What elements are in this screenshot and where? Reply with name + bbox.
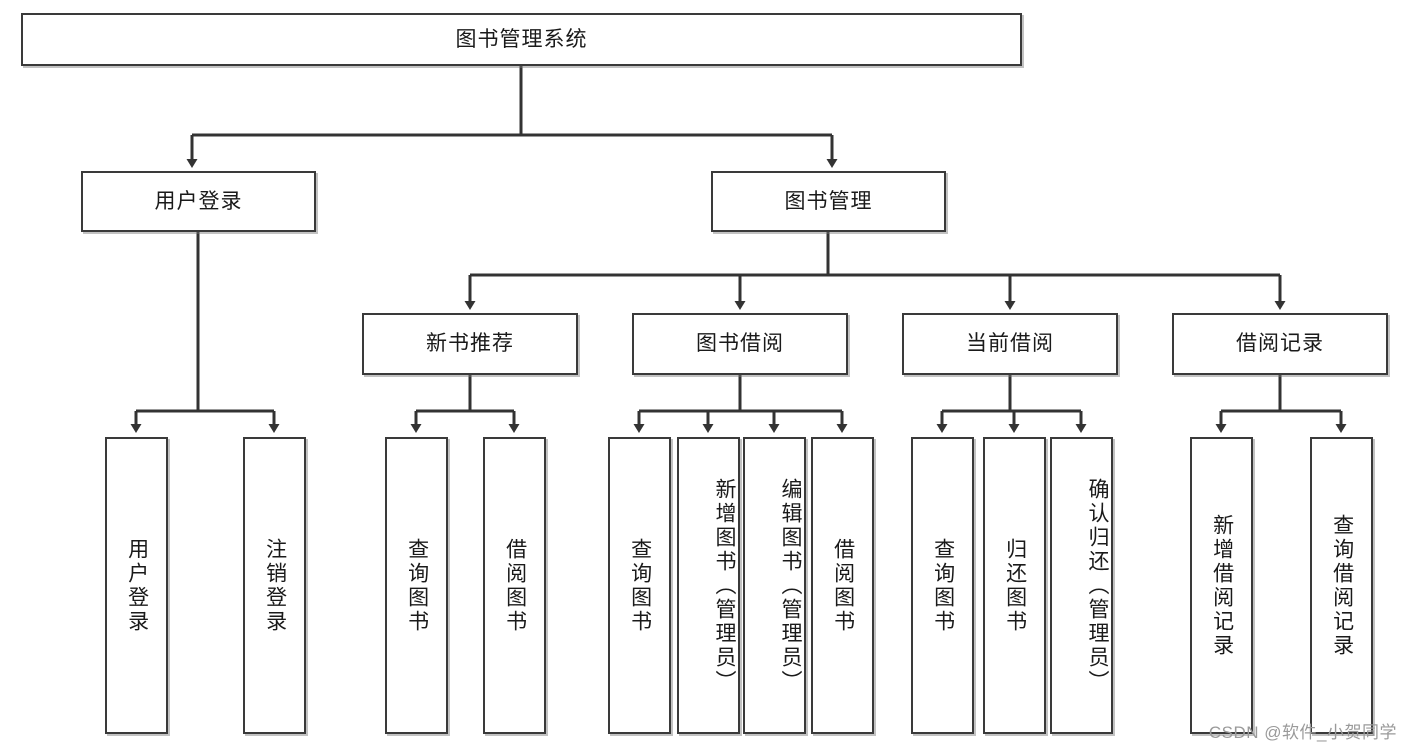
node-label: 借阅记录 — [1236, 332, 1324, 356]
node-leaf-borrow-book-2[interactable]: 借阅图书 — [811, 437, 874, 734]
node-label: 编辑图书（管理员） — [779, 477, 802, 694]
node-book-borrow[interactable]: 图书借阅 — [632, 313, 848, 375]
node-label: 新增图书（管理员） — [713, 477, 736, 694]
node-leaf-query-book-2[interactable]: 查询图书 — [608, 437, 671, 734]
node-leaf-confirm-return[interactable]: 确认归还（管理员） — [1050, 437, 1113, 734]
node-leaf-add-borrow-record[interactable]: 新增借阅记录 — [1190, 437, 1253, 734]
node-label: 用户登录 — [125, 537, 149, 634]
node-leaf-return-book[interactable]: 归还图书 — [983, 437, 1046, 734]
node-book-management[interactable]: 图书管理 — [711, 171, 946, 232]
node-label: 图书管理 — [784, 189, 873, 213]
node-leaf-query-book-3[interactable]: 查询图书 — [911, 437, 974, 734]
node-label: 确认归还（管理员） — [1086, 477, 1109, 694]
node-label: 注销登录 — [263, 537, 287, 634]
node-label: 查询图书 — [931, 537, 955, 634]
node-leaf-query-book-1[interactable]: 查询图书 — [385, 437, 448, 734]
csdn-watermark: CSDN @软件_小贺同学 — [1208, 723, 1397, 742]
node-leaf-borrow-book-1[interactable]: 借阅图书 — [483, 437, 546, 734]
node-label: 用户登录 — [154, 189, 243, 213]
node-label: 借阅图书 — [503, 537, 527, 634]
node-new-book-recommend[interactable]: 新书推荐 — [362, 313, 578, 375]
node-leaf-logout[interactable]: 注销登录 — [243, 437, 306, 734]
node-label: 图书借阅 — [696, 332, 784, 356]
node-label: 新增借阅记录 — [1210, 513, 1234, 658]
node-label: 新书推荐 — [426, 332, 514, 356]
node-label: 查询图书 — [405, 537, 429, 634]
node-leaf-add-book[interactable]: 新增图书（管理员） — [677, 437, 740, 734]
node-root-book-management-system[interactable]: 图书管理系统 — [21, 13, 1022, 66]
node-label: 归还图书 — [1003, 537, 1027, 634]
node-label: 借阅图书 — [831, 537, 855, 634]
node-current-borrow[interactable]: 当前借阅 — [902, 313, 1118, 375]
node-leaf-edit-book[interactable]: 编辑图书（管理员） — [743, 437, 806, 734]
node-leaf-user-login[interactable]: 用户登录 — [105, 437, 168, 734]
node-borrow-record[interactable]: 借阅记录 — [1172, 313, 1388, 375]
node-label: 图书管理系统 — [455, 27, 588, 51]
node-label: 查询图书 — [628, 537, 652, 634]
node-label: 查询借阅记录 — [1330, 513, 1354, 658]
node-label: 当前借阅 — [966, 332, 1054, 356]
node-leaf-query-borrow-record[interactable]: 查询借阅记录 — [1310, 437, 1373, 734]
node-user-login[interactable]: 用户登录 — [81, 171, 316, 232]
